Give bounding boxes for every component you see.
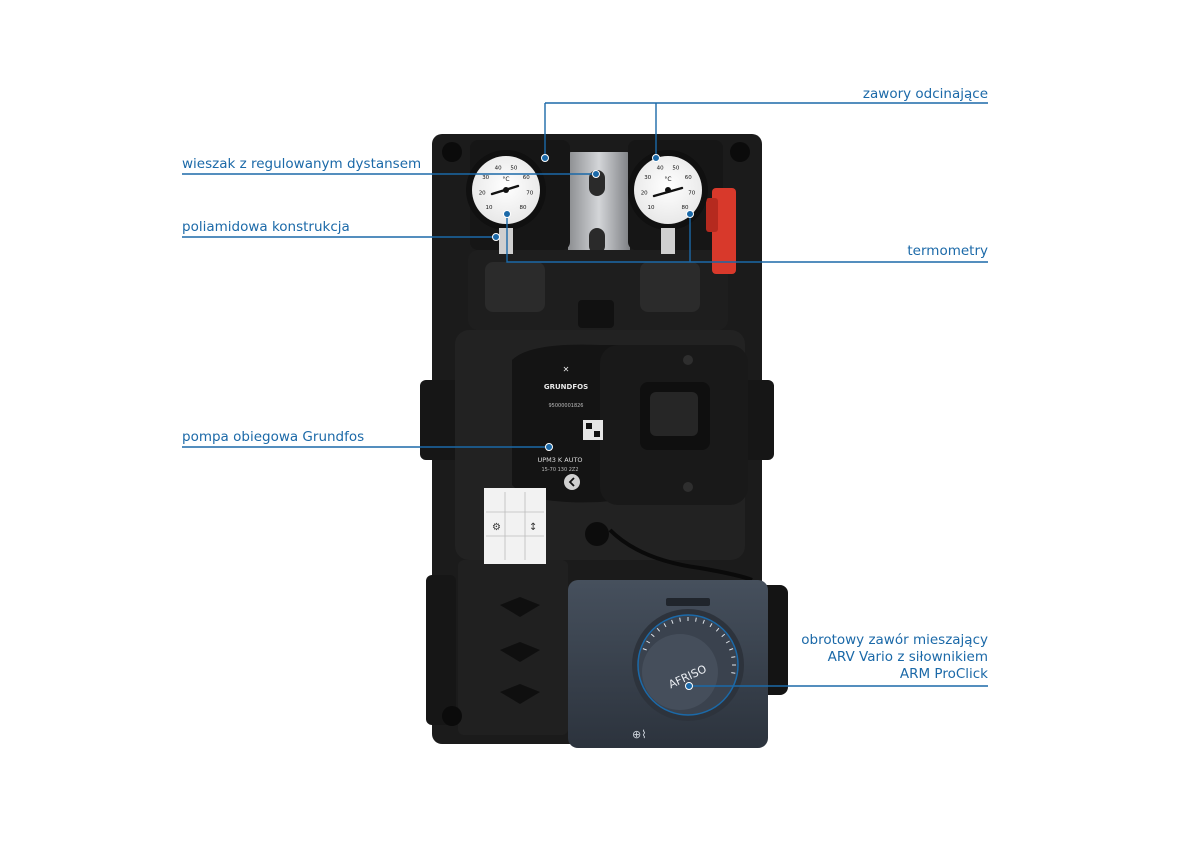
scale-tick-label: 30 bbox=[482, 175, 489, 181]
pump-logo-icon: ✕ bbox=[563, 365, 570, 374]
wall-hole-icon bbox=[585, 522, 609, 546]
label-mixer-line3: ARM ProClick bbox=[899, 666, 988, 682]
pump-model-sub: 15-70 130 2Z2 bbox=[541, 467, 578, 473]
actuator-tick bbox=[725, 640, 730, 644]
scale-tick-label: 10 bbox=[486, 205, 493, 211]
pump-brand: GRUNDFOS bbox=[544, 383, 588, 391]
scale-tick-label: 70 bbox=[526, 191, 533, 197]
grundfos-pump: ✕ GRUNDFOS 95000001826 UPM3 K AUTO 15-70… bbox=[512, 344, 748, 505]
flow-arrows-icon: ↕ bbox=[529, 522, 537, 533]
actuator-tick bbox=[642, 648, 647, 651]
actuator-scale bbox=[642, 617, 736, 674]
label-thermometers: termometry bbox=[907, 243, 988, 259]
label-polyamide: poliamidowa konstrukcja bbox=[182, 219, 350, 235]
label-shutoff-valves: zawory odcinające bbox=[862, 86, 988, 102]
mount-hole-icon bbox=[442, 706, 462, 726]
wrench-icon: ⚙ bbox=[492, 522, 501, 533]
pump-serial: 95000001826 bbox=[549, 403, 584, 409]
bottom-pipe-slots bbox=[500, 597, 540, 704]
actuator-tick bbox=[656, 627, 661, 632]
thermometer-left: 10 20 30 40 50 60 70 80 °C bbox=[466, 150, 546, 254]
actuator-tick bbox=[663, 623, 667, 628]
actuator-tick bbox=[646, 640, 651, 644]
actuator-tick bbox=[702, 619, 705, 624]
scale-tick-label: 50 bbox=[672, 165, 679, 171]
actuator-tick bbox=[729, 648, 734, 651]
scale-tick-label: 60 bbox=[523, 175, 530, 181]
mount-hole-icon bbox=[442, 142, 462, 162]
scale-tick-label: 40 bbox=[657, 165, 664, 171]
label-mixer-line1: obrotowy zawór mieszający bbox=[801, 632, 988, 648]
scale-tick-label: 40 bbox=[495, 165, 502, 171]
actuator-tick bbox=[709, 623, 713, 628]
scale-tick-label: 10 bbox=[648, 205, 655, 211]
thermometer-left-unit: °C bbox=[502, 176, 509, 183]
thermometer-left-scale: 10 20 30 40 50 60 70 80 bbox=[479, 165, 534, 211]
pump-mode-button bbox=[564, 474, 580, 490]
actuator-tick bbox=[721, 633, 726, 638]
actuator-tick bbox=[679, 617, 681, 622]
scale-tick-label: 80 bbox=[520, 205, 527, 211]
actuator-tick bbox=[650, 633, 655, 638]
label-mixer-line2: ARV Vario z siłownikiem bbox=[827, 649, 988, 665]
thermometer-right-scale: 10 20 30 40 50 60 70 80 bbox=[641, 165, 696, 211]
label-pump: pompa obiegowa Grundfos bbox=[182, 429, 365, 445]
callout-lines bbox=[182, 102, 988, 690]
label-mixer-valve: obrotowy zawór mieszający ARV Vario z si… bbox=[760, 632, 988, 683]
instruction-sticker: ⚙ ↕ bbox=[484, 488, 546, 564]
valve-symbol-icon: ⊕⌇ bbox=[632, 728, 647, 741]
scale-tick-label: 70 bbox=[688, 191, 695, 197]
pump-model: UPM3 K AUTO bbox=[537, 456, 582, 464]
thermometer-right: 10 20 30 40 50 60 70 80 °C bbox=[628, 150, 708, 254]
mount-hole-icon bbox=[730, 142, 750, 162]
actuator-tick bbox=[731, 672, 736, 674]
scale-tick-label: 80 bbox=[682, 205, 689, 211]
actuator-tick bbox=[731, 656, 736, 658]
actuator-tick bbox=[671, 619, 674, 624]
label-hanger: wieszak z regulowanym dystansem bbox=[182, 156, 422, 172]
scale-tick-label: 60 bbox=[685, 175, 692, 181]
scale-tick-label: 20 bbox=[479, 191, 486, 197]
scale-tick-label: 20 bbox=[641, 191, 648, 197]
scale-tick-label: 50 bbox=[510, 165, 517, 171]
actuator-tick bbox=[695, 617, 697, 622]
thermometer-right-unit: °C bbox=[664, 176, 671, 183]
valve-handle-red bbox=[706, 188, 736, 274]
afriso-actuator: AFRISO ⊕⌇ bbox=[568, 580, 788, 748]
actuator-tick bbox=[715, 627, 720, 632]
scale-tick-label: 30 bbox=[644, 175, 651, 181]
actuator-cable bbox=[608, 528, 753, 582]
